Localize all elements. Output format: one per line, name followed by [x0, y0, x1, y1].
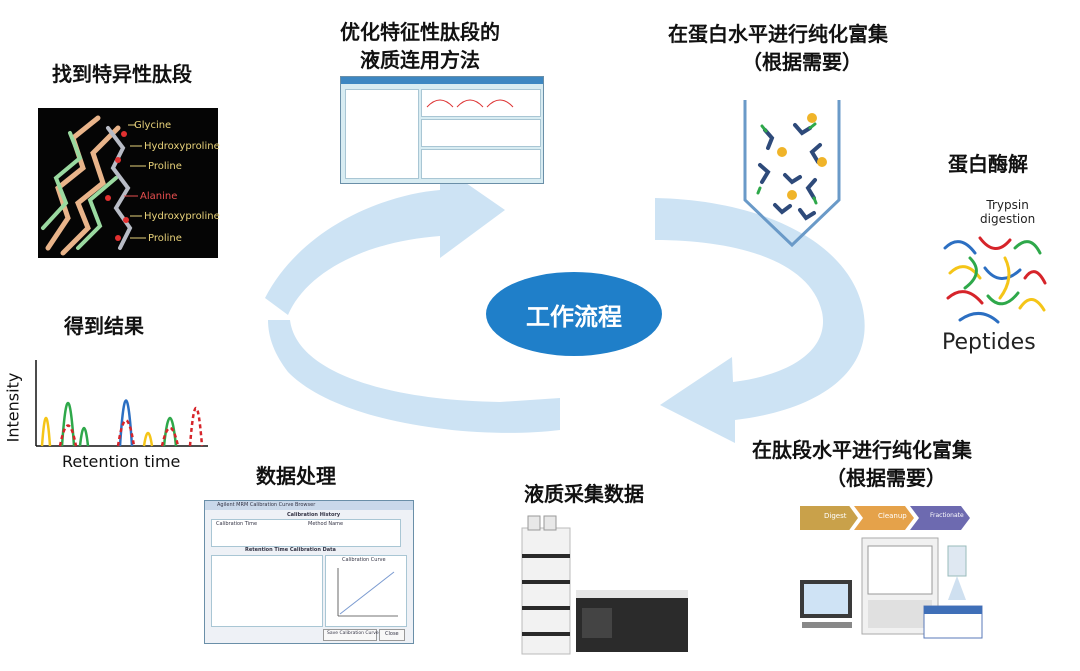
workflow-hub: 工作流程	[486, 272, 662, 356]
collagen-molecule-illustration	[41, 115, 146, 256]
calibration-curve-plot	[337, 568, 398, 617]
calibration-window-title: Agilent MRM Calibration Curve Browser	[217, 502, 316, 508]
lcms-acquire-title: 液质采集数据	[524, 482, 644, 506]
digest-step-label: Digest	[824, 512, 847, 520]
protein-enrich-title-line2: （根据需要）	[742, 50, 862, 74]
calibration-curve-panel: Calibration Curve	[325, 555, 407, 627]
right-arc-arrow	[655, 198, 865, 443]
parameter-panel	[421, 89, 541, 117]
intensity-axis-label-box: Intensity	[3, 368, 32, 448]
label-hydroxyproline-2: Hydroxyproline	[144, 211, 220, 222]
calibration-history-table: Calibration Time Method Name	[211, 519, 401, 547]
intensity-axis-label: Intensity	[3, 372, 23, 443]
trypsin-label-line2: digestion	[980, 212, 1036, 226]
column-outline	[743, 100, 841, 248]
window-titlebar	[341, 77, 543, 84]
results-title: 得到结果	[64, 314, 144, 338]
automated-sample-prep-illustration	[800, 537, 983, 639]
trypsin-label-line1: Trypsin	[986, 198, 1029, 212]
calibration-history-header: Calibration History	[287, 512, 341, 518]
peptides-label: Peptides	[942, 330, 1036, 355]
bottom-arc-arrow	[268, 320, 560, 433]
save-calibration-button[interactable]: Save Calibration Curve	[323, 629, 379, 641]
cleanup-step-label: Cleanup	[878, 512, 907, 520]
close-button[interactable]: Close	[379, 629, 405, 641]
calibration-curve-title: Calibration Curve	[342, 557, 386, 563]
label-proline-1: Proline	[148, 161, 182, 172]
data-processing-title: 数据处理	[256, 464, 336, 488]
find-peptides-title: 找到特异性肽段	[52, 62, 192, 86]
rt-calibration-table	[211, 555, 323, 627]
optimization-curves	[426, 99, 514, 108]
digestion-title: 蛋白酶解	[948, 152, 1028, 176]
affinity-column-illustration	[743, 100, 841, 248]
lcms-instrument-illustration	[521, 515, 688, 655]
workflow-hub-label: 工作流程	[526, 302, 622, 331]
method-software-screenshot	[340, 76, 544, 184]
fractionate-step-chevron: Fractionate	[910, 506, 970, 530]
col-calibration-time: Calibration Time	[216, 521, 258, 527]
enrichment-steps-banner: Digest Cleanup Fractionate	[800, 504, 970, 532]
peptide-enrich-title-line2: （根据需要）	[826, 466, 946, 490]
label-proline-2: Proline	[148, 233, 182, 244]
results-table	[421, 149, 541, 179]
peptide-fragments-illustration	[943, 236, 1047, 324]
top-arc-arrow	[265, 165, 505, 315]
optimize-lc-title-line1: 优化特征性肽段的	[340, 20, 500, 44]
label-alanine: Alanine	[140, 191, 178, 202]
transition-table	[421, 119, 541, 147]
col-method-name: Method Name	[308, 521, 344, 527]
calibration-window-titlebar: Agilent MRM Calibration Curve Browser	[205, 501, 413, 510]
peptide-enrich-title-line1: 在肽段水平进行纯化富集	[752, 438, 972, 462]
cleanup-step-chevron: Cleanup	[854, 506, 914, 530]
trypsin-label: Trypsin digestion	[980, 198, 1035, 226]
optimize-lc-title-line2: 液质连用方法	[360, 48, 480, 72]
rt-calibration-header: Retention Time Calibration Data	[245, 547, 336, 553]
digest-step-chevron: Digest	[800, 506, 858, 530]
protein-enrich-title-line1: 在蛋白水平进行纯化富集	[668, 22, 888, 46]
label-glycine: Glycine	[134, 120, 172, 131]
label-hydroxyproline-1: Hydroxyproline	[144, 141, 220, 152]
chromatogram-illustration	[35, 360, 208, 447]
save-calibration-label: Save Calibration Curve	[327, 631, 379, 636]
settings-panel	[345, 89, 419, 179]
close-label: Close	[385, 631, 399, 637]
calibration-software-screenshot: Agilent MRM Calibration Curve Browser Ca…	[204, 500, 414, 644]
fractionate-step-label: Fractionate	[930, 512, 964, 519]
collagen-molecule-image: Glycine Hydroxyproline Proline Alanine H…	[38, 108, 220, 258]
retention-time-axis-label: Retention time	[62, 452, 181, 471]
